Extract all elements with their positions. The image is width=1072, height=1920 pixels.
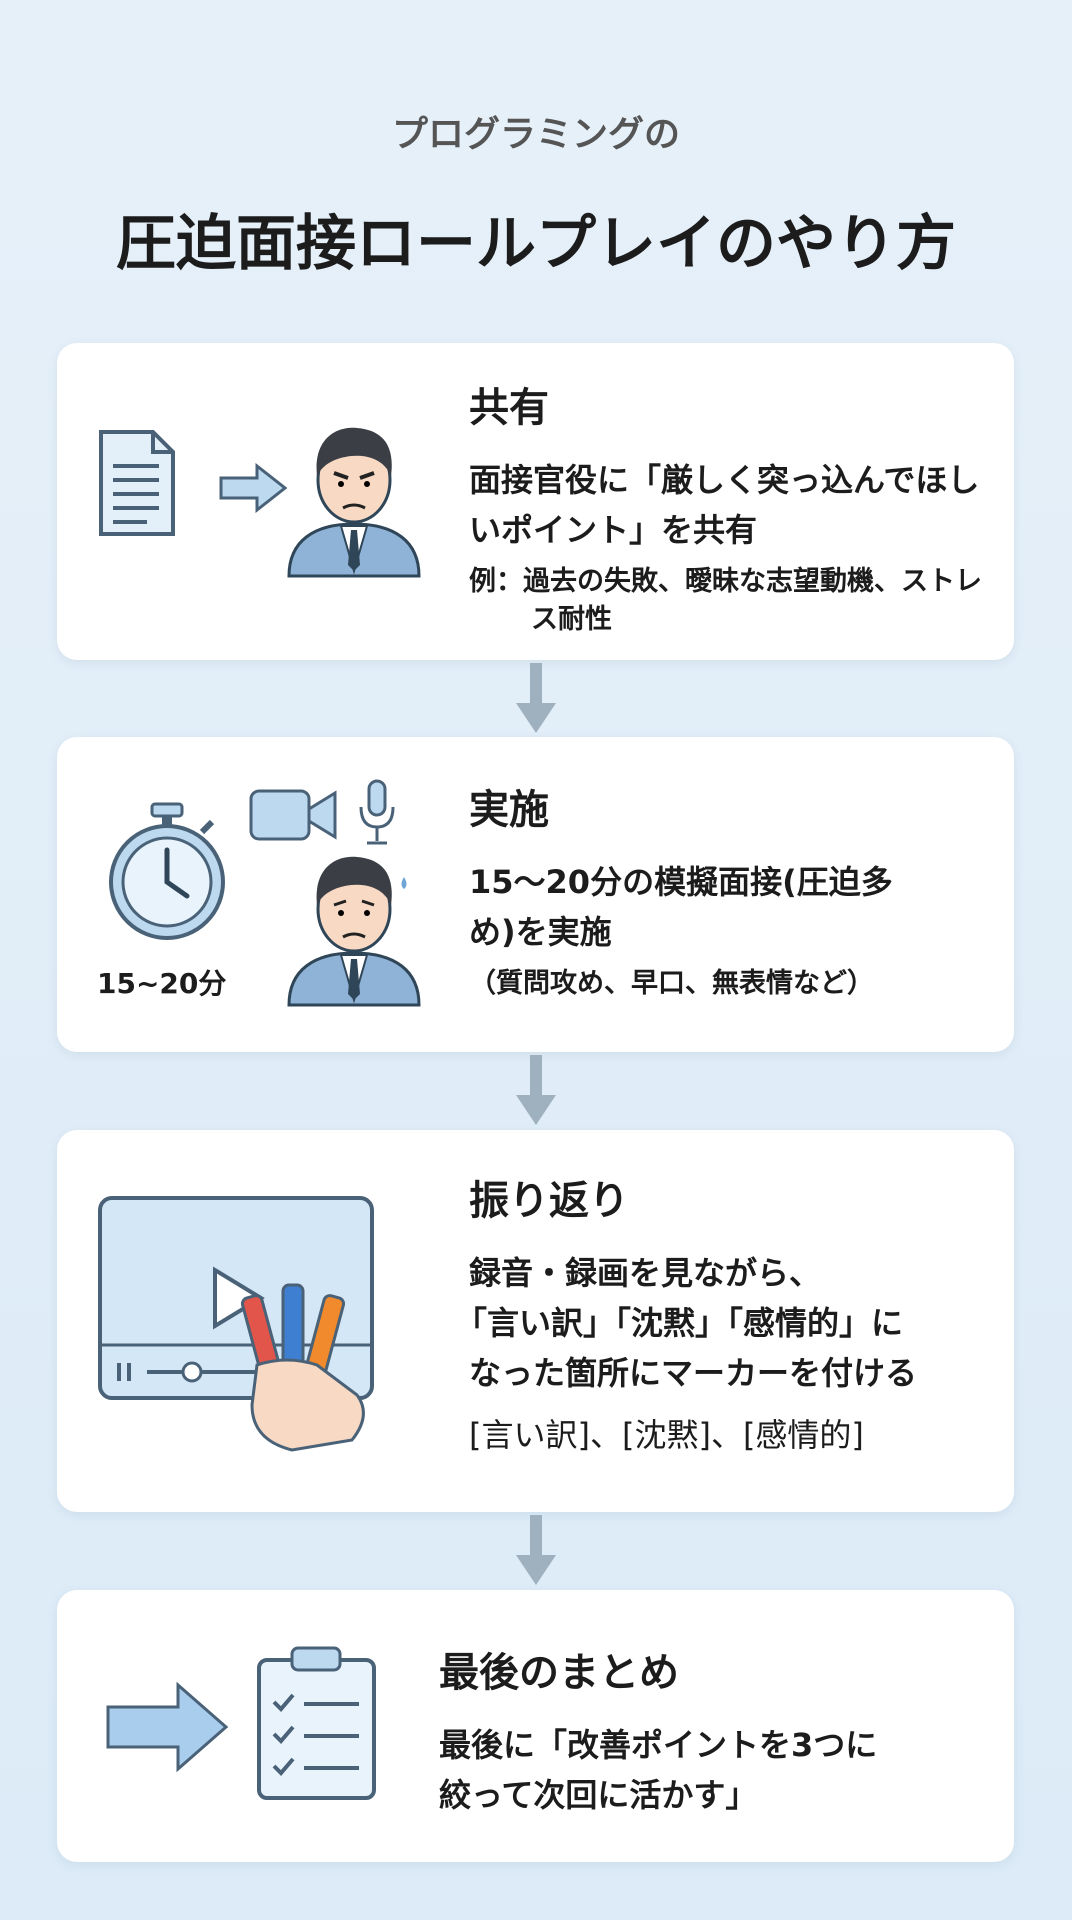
arrow-down-icon [516,1055,556,1125]
step-text: 共有 面接官役に「厳しく突っ込んでほしいポイント」を共有 例：過去の失敗、曖昧な… [469,375,994,639]
stopwatch-icon [109,802,225,940]
timer-label: 15~20分 [97,967,227,1000]
step-title: 共有 [469,385,549,431]
step-body-line: 録音・録画を見ながら、 [469,1254,822,1292]
step-title: 振り返り [469,1178,629,1224]
step-body: 面接官役に「厳しく突っ込んでほしいポイント」を共有 [469,461,980,549]
step-card-conduct: 15~20分 実施 15〜20分の模擬面接(圧迫多め)を実施 （質問攻め、早口、… [57,737,1014,1052]
step-body: 最後に「改善ポイントを3つに絞って次回に活かす」 [439,1726,878,1814]
stern-interviewer-icon [287,427,421,578]
arrow-down-icon [516,663,556,733]
step-body: 15〜20分の模擬面接(圧迫多め)を実施 [469,863,893,951]
arrow-down-icon [516,1515,556,1585]
step-note: 例：過去の失敗、曖昧な志望動機、ストレス耐性 [469,566,982,635]
step-title: 実施 [469,787,549,833]
document-icon [99,430,175,536]
step-card-share: 共有 面接官役に「厳しく突っ込んでほしいポイント」を共有 例：過去の失敗、曖昧な… [57,343,1014,660]
step-note: [言い訳]、[沈黙]、[感情的] [469,1416,864,1454]
nervous-candidate-icon [287,856,421,1007]
step-card-review: 振り返り 録音・録画を見ながら、 「言い訳」「沈黙」「感情的」に なった箇所にマ… [57,1130,1014,1512]
video-camera-icon [249,789,337,841]
step-card-summary: 最後のまとめ 最後に「改善ポイントを3つに絞って次回に活かす」 [57,1590,1014,1862]
microphone-icon [359,779,395,845]
step-text: 振り返り 録音・録画を見ながら、 「言い訳」「沈黙」「感情的」に なった箇所にマ… [455,1168,994,1460]
step-text: 実施 15〜20分の模擬面接(圧迫多め)を実施 （質問攻め、早口、無表情など） [469,777,994,1003]
page-title: 圧迫面接ロールプレイのやり方 [116,209,956,279]
step-body-line: なった箇所にマーカーを付ける [469,1354,918,1392]
step-title: 最後のまとめ [439,1650,679,1696]
step-body-line: 「言い訳」「沈黙」「感情的」に [455,1304,904,1342]
page-subtitle: プログラミングの [391,114,680,155]
video-player-with-markers-icon [98,1196,374,1452]
step-text: 最後のまとめ 最後に「改善ポイントを3つに絞って次回に活かす」 [439,1640,994,1820]
checklist-clipboard-icon [257,1646,376,1800]
step-note: （質問攻め、早口、無表情など） [469,968,874,999]
arrow-right-icon [219,463,288,513]
arrow-right-icon [106,1682,229,1772]
